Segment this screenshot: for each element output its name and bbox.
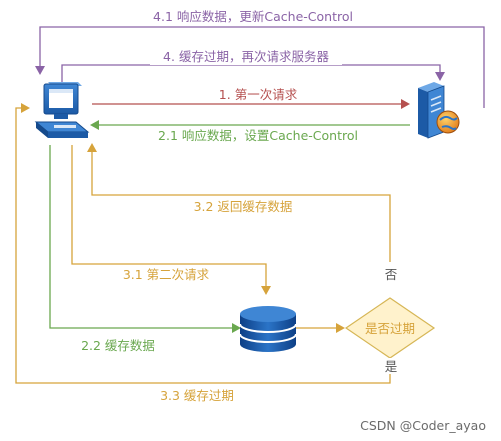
arrow-3-3 (15, 103, 391, 384)
arrow-1 (92, 99, 410, 109)
label-4-group: 4. 缓存过期，再次请求服务器 (150, 48, 342, 65)
branch-no-label: 否 (385, 267, 398, 282)
label-1: 1. 第一次请求 (219, 87, 298, 102)
arrow-2-2 (49, 145, 241, 333)
watermark: CSDN @Coder_ayao (360, 418, 486, 433)
arrow-db-to-decision (296, 323, 345, 333)
label-4-1-group: 4.1 响应数据，更新Cache-Control (138, 8, 370, 25)
arrow-3-1 (71, 145, 271, 295)
database-icon (239, 306, 297, 352)
branch-no-group: 否 (382, 266, 400, 282)
server-icon (418, 82, 460, 139)
label-2-1: 2.1 响应数据，设置Cache-Control (158, 128, 358, 143)
decision-label: 是否过期 (365, 321, 415, 336)
computer-icon (34, 82, 90, 138)
label-3-2: 3.2 返回缓存数据 (194, 199, 293, 214)
label-3-1: 3.1 第二次请求 (123, 267, 210, 282)
branch-yes-label: 是 (385, 359, 398, 374)
label-4-1: 4.1 响应数据，更新Cache-Control (153, 9, 353, 24)
label-2-2: 2.2 缓存数据 (81, 338, 155, 353)
arrow-2-1 (90, 120, 410, 130)
label-4: 4. 缓存过期，再次请求服务器 (163, 49, 329, 64)
branch-yes-group: 是 (382, 358, 400, 374)
label-3-3: 3.3 缓存过期 (160, 388, 234, 403)
arrow-3-2 (87, 143, 391, 262)
arrow-4-1 (35, 26, 485, 108)
decision-diamond: 是否过期 (344, 297, 436, 359)
label-3-3-group: 3.3 缓存过期 (150, 387, 244, 404)
